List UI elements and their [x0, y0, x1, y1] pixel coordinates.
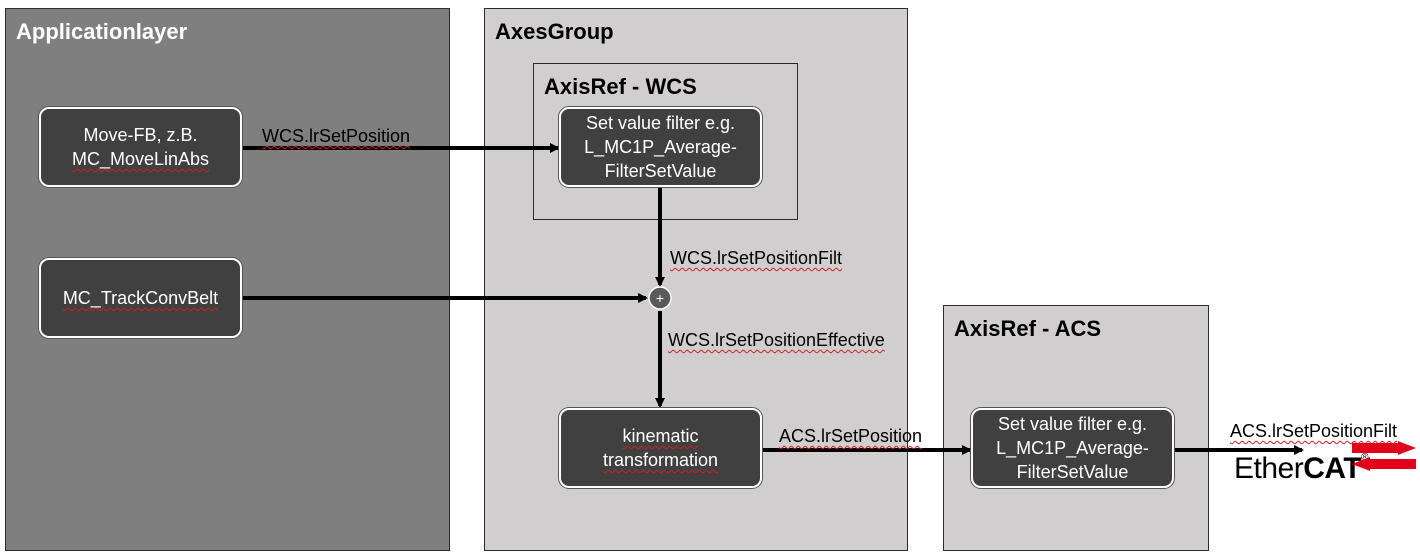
track-conv-belt-label: MC_TrackConvBelt — [62, 288, 219, 308]
axisref-wcs-title: AxisRef - WCS — [544, 74, 697, 99]
kinematic-line1: kinematic — [622, 426, 699, 446]
move-fb-node: Move-FB, z.B. MC_MoveLinAbs — [39, 107, 242, 187]
application-layer-title: Applicationlayer — [16, 19, 188, 44]
wcs-set-value-filter-node: Set value filter e.g. L_MC1P_Average- Fi… — [559, 107, 762, 187]
wcs-filter-line1: Set value filter e.g. — [585, 113, 736, 133]
ethercat-logo: EtherCAT® — [1234, 452, 1369, 486]
edge-label-wcs-set-position-effective: WCS.lrSetPositionEffective — [668, 330, 885, 350]
ethercat-logo-ether: Ether — [1234, 452, 1304, 485]
ethercat-arrow-right — [1352, 441, 1416, 455]
track-conv-belt-node: MC_TrackConvBelt — [39, 258, 242, 338]
acs-set-value-filter-node: Set value filter e.g. L_MC1P_Average- Fi… — [971, 408, 1174, 488]
move-fb-line2: MC_MoveLinAbs — [71, 149, 210, 169]
ethercat-logo-registered: ® — [1361, 452, 1369, 463]
summing-junction — [648, 286, 672, 310]
summing-junction-symbol: + — [656, 290, 664, 306]
kinematic-line2: transformation — [602, 450, 719, 470]
wcs-filter-line2: L_MC1P_Average- — [584, 137, 737, 157]
ethercat-arrow-left — [1352, 457, 1416, 471]
move-fb-line1: Move-FB, z.B. — [83, 125, 198, 145]
edge-label-wcs-set-position-filt: WCS.lrSetPositionFilt — [670, 248, 843, 268]
acs-filter-line2: L_MC1P_Average- — [996, 438, 1149, 458]
edge-label-wcs-set-position: WCS.lrSetPosition — [262, 126, 411, 146]
axisref-acs-title: AxisRef - ACS — [954, 316, 1102, 341]
kinematic-transformation-node: kinematic transformation — [559, 408, 762, 488]
ethercat-logo-arrows — [1352, 441, 1416, 471]
axes-group-title: AxesGroup — [495, 19, 614, 44]
edge-label-acs-set-position-filt: ACS.lrSetPositionFilt — [1230, 421, 1398, 441]
edge-label-acs-set-position: ACS.lrSetPosition — [779, 426, 923, 446]
acs-filter-line1: Set value filter e.g. — [997, 414, 1148, 434]
acs-filter-line3: FilterSetValue — [1016, 462, 1129, 482]
ethercat-logo-cat: CAT — [1303, 452, 1362, 485]
wcs-filter-line3: FilterSetValue — [604, 161, 717, 181]
